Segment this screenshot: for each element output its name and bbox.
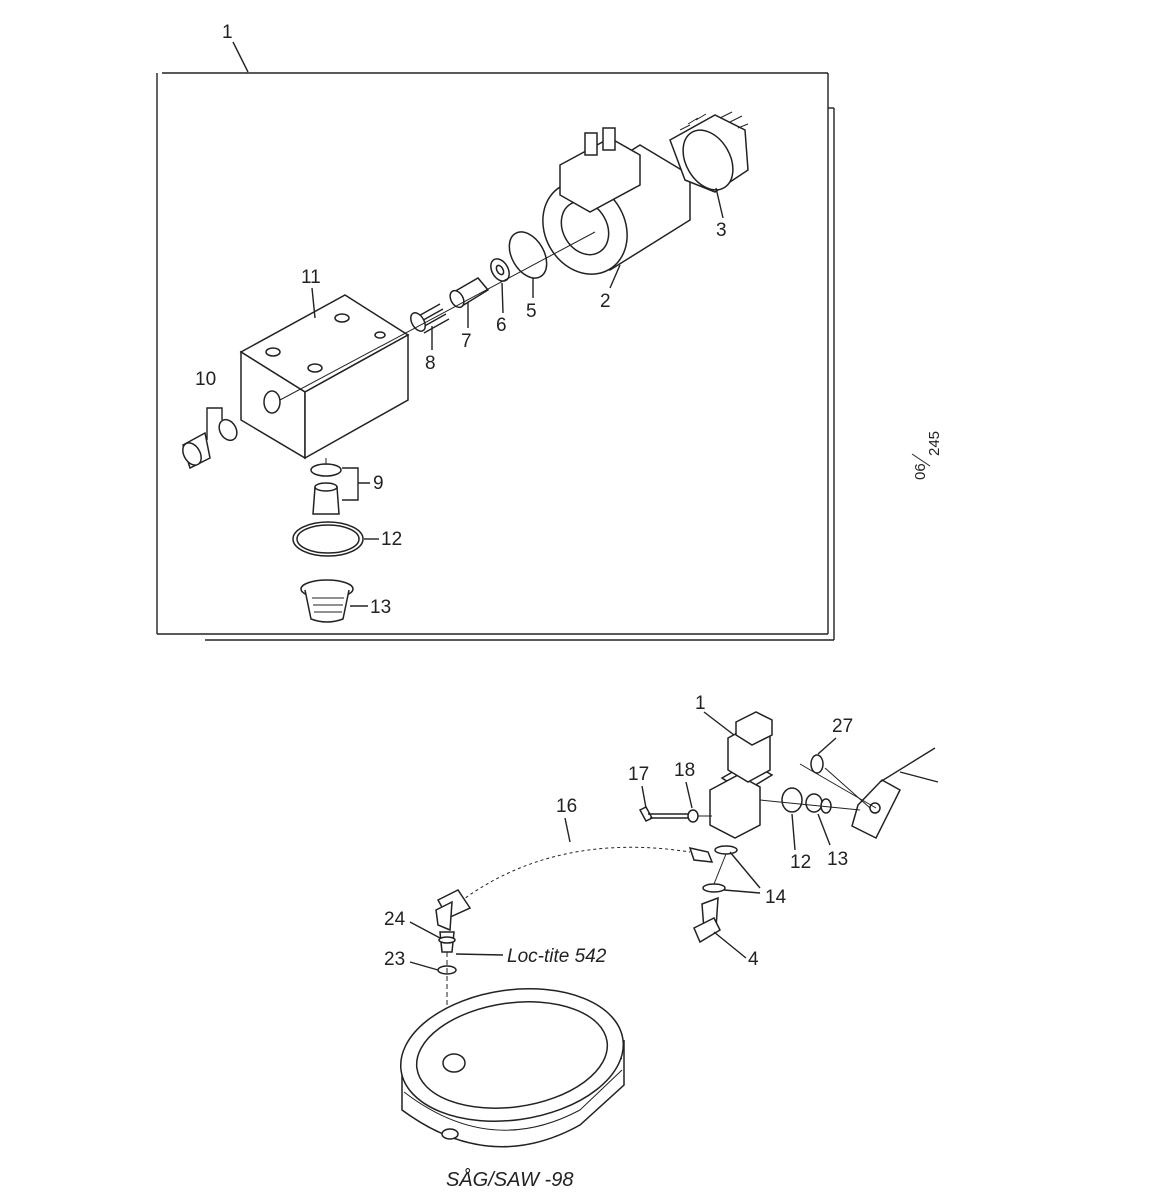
lower-valve-callout: 1 [695, 693, 706, 714]
lower-o-ring-callout: 12 [790, 852, 811, 873]
side-seal-callout: 10 [195, 369, 216, 390]
lower-nipple-part [438, 931, 456, 953]
lower-seal-part [310, 463, 342, 515]
page-reference: 06 245 [911, 431, 943, 480]
assembly-callout: 1 [222, 22, 233, 43]
lower-nipple-callout: 24 [384, 909, 406, 930]
strainer-callout: 13 [370, 597, 391, 618]
plunger-callout: 7 [461, 331, 472, 352]
banjo-bolt-part [693, 896, 721, 944]
lower-washer-part [687, 809, 699, 823]
hose-part [435, 844, 714, 932]
loctite-note: Loc-tite 542 [507, 946, 607, 967]
lower-screw-callout: 17 [628, 764, 649, 785]
drawing-caption: SÅG/SAW -98 [446, 1168, 573, 1191]
valve-block-callout: 11 [301, 267, 321, 288]
lower-seal-callout: 9 [373, 473, 384, 494]
o-ring-base-part [292, 521, 364, 557]
lower-o-ring-top-callout: 27 [832, 716, 853, 737]
washer-part [490, 258, 510, 282]
mounting-plate-part [851, 747, 939, 840]
lower-fitting-part [805, 793, 832, 814]
lower-washer-callout: 18 [674, 760, 695, 781]
knurled-nut-part [669, 111, 749, 193]
o-ring-base-callout: 12 [381, 529, 402, 550]
lower-valve-part [709, 711, 774, 839]
spring-callout: 8 [425, 353, 436, 374]
lower-sealing-washers-part [702, 845, 738, 893]
lower-o-ring-top-part [810, 754, 824, 774]
lower-screw-part [638, 806, 690, 822]
side-seal-part [182, 418, 238, 470]
coil-part [542, 127, 691, 275]
washer-callout: 6 [496, 315, 507, 336]
banjo-bolt-callout: 4 [748, 949, 759, 970]
assembly-axis [279, 231, 596, 401]
knurled-nut-callout: 3 [716, 220, 727, 241]
lower-washer-small-callout: 23 [384, 949, 405, 970]
svg-text:245: 245 [926, 431, 943, 456]
assembly-leader [232, 41, 249, 73]
lower-fitting-callout: 13 [827, 849, 848, 870]
plunger-part [449, 277, 490, 309]
upper-assembly-frame [156, 72, 835, 641]
strainer-part [300, 579, 354, 623]
lower-o-ring-part [781, 787, 803, 813]
pulley-part [399, 988, 625, 1148]
lower-sealing-washers-callout: 14 [765, 887, 787, 908]
spring-part [410, 303, 450, 334]
o-ring-large-part [508, 231, 548, 279]
hose-callout: 16 [556, 796, 577, 817]
svg-text:06: 06 [912, 463, 929, 480]
o-ring-large-callout: 5 [526, 301, 537, 322]
valve-block-part [239, 294, 410, 460]
coil-callout: 2 [600, 291, 611, 312]
